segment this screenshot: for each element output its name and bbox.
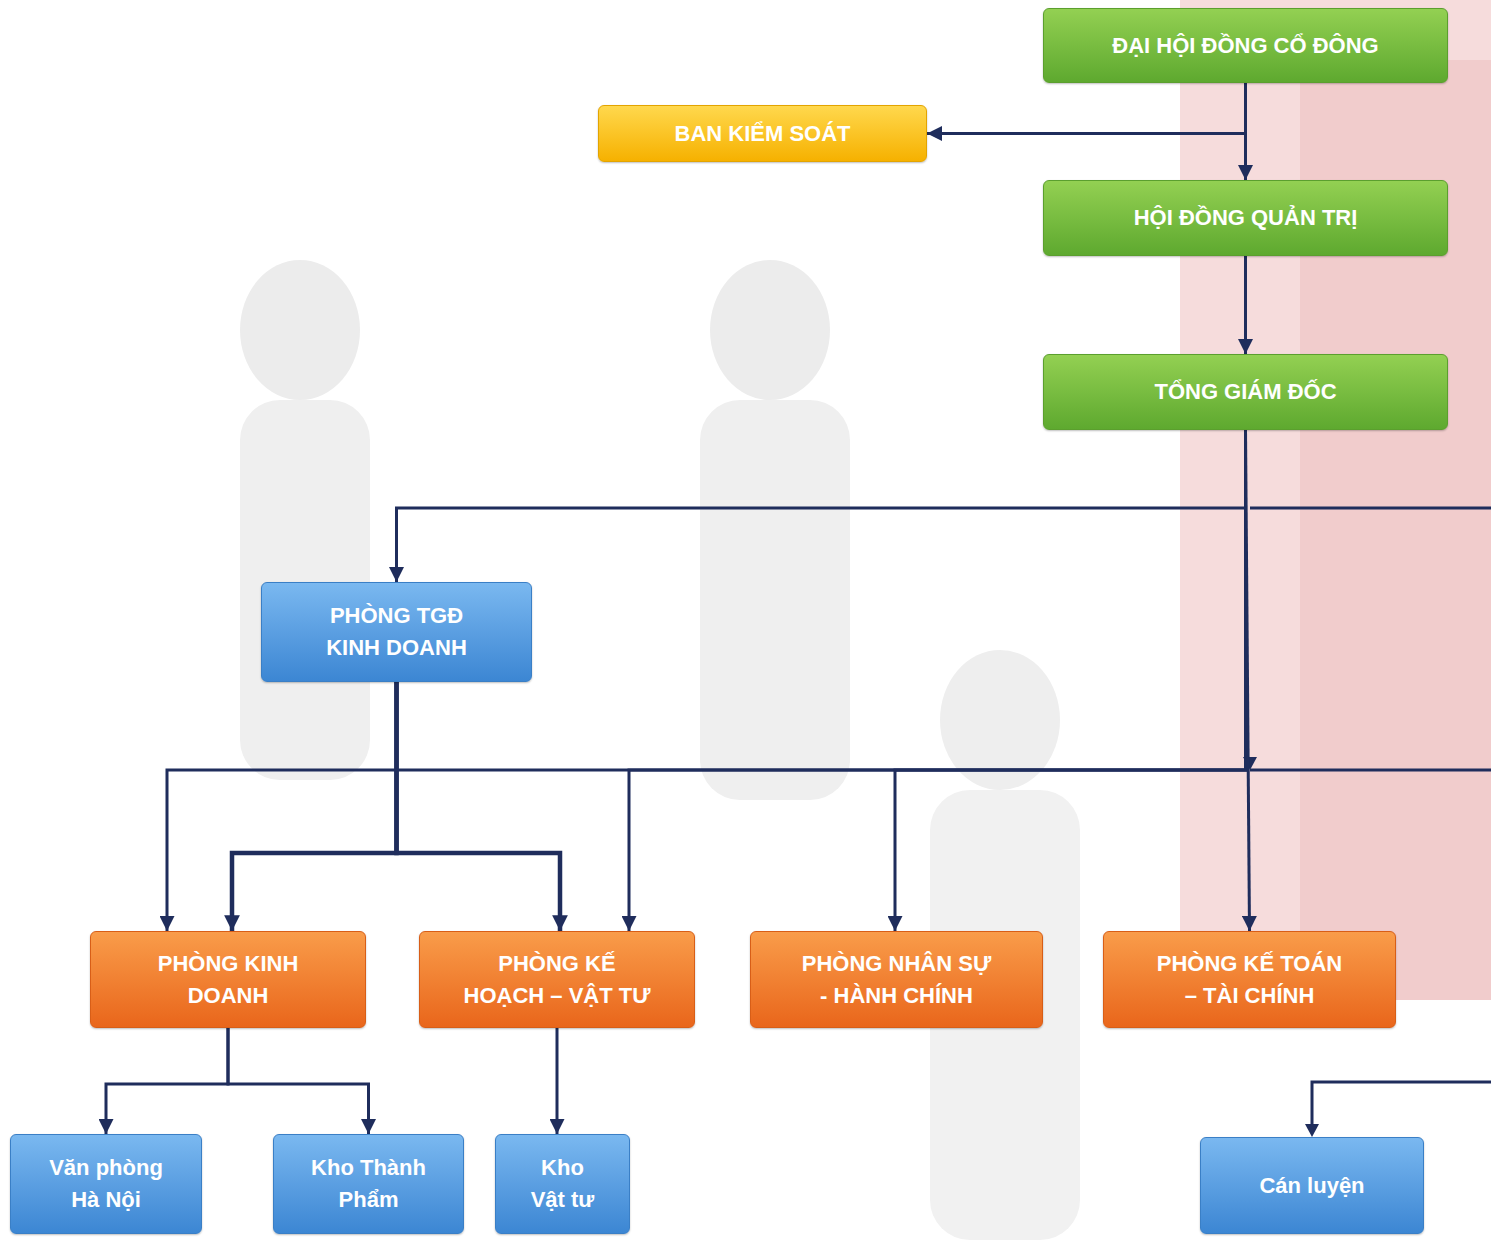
bus-extension (1250, 769, 1491, 772)
org-unit-box: PHÒNG KẾ TOÁN – TÀI CHÍNH (1103, 931, 1396, 1028)
unit-label: Cán luyện (1259, 1170, 1364, 1202)
org-unit-box: Kho Thành Phẩm (273, 1134, 464, 1234)
org-unit-box: PHÒNG KẾ HOẠCH – VẬT TƯ (419, 931, 695, 1028)
unit-label: TỔNG GIÁM ĐỐC (1154, 376, 1336, 408)
connector-arrow (1244, 256, 1247, 354)
connector-arrow (895, 430, 1246, 931)
unit-label: PHÒNG NHÂN SỰ - HÀNH CHÍNH (800, 948, 994, 1012)
bus-extension (1250, 507, 1491, 510)
connector-arrow (167, 430, 1246, 931)
connector-arrow (397, 430, 1246, 582)
arrow-head (1305, 1124, 1319, 1137)
org-unit-box: Văn phòng Hà Nội (10, 1134, 202, 1234)
org-unit-box: PHÒNG TGĐ KINH DOANH (261, 582, 532, 682)
connector-arrow (397, 682, 561, 931)
figure-head (240, 260, 360, 400)
unit-label: Kho Vật tư (527, 1152, 599, 1216)
unit-label: PHÒNG KẾ TOÁN – TÀI CHÍNH (1152, 948, 1347, 1012)
org-unit-box: ĐẠI HỘI ĐỒNG CỔ ĐÔNG (1043, 8, 1448, 83)
figure-head (710, 260, 830, 400)
connector-arrow (1246, 430, 1250, 931)
connector-arrow (228, 1028, 369, 1134)
org-unit-box: PHÒNG NHÂN SỰ - HÀNH CHÍNH (750, 931, 1043, 1028)
unit-label: Văn phòng Hà Nội (39, 1152, 174, 1216)
unit-label: HỘI ĐỒNG QUẢN TRỊ (1134, 202, 1358, 234)
connector-arrow (106, 1028, 228, 1134)
org-unit-box: HỘI ĐỒNG QUẢN TRỊ (1043, 180, 1448, 256)
org-unit-box: BAN KIỂM SOÁT (598, 105, 927, 162)
org-unit-box: Cán luyện (1200, 1137, 1424, 1234)
incoming-line (1312, 1082, 1491, 1124)
connector-arrow (927, 83, 1246, 134)
unit-label: PHÒNG KINH DOANH (131, 948, 326, 1012)
unit-label: PHÒNG KẾ HOẠCH – VẬT TƯ (460, 948, 655, 1012)
unit-label: PHÒNG TGĐ KINH DOANH (311, 600, 483, 664)
org-unit-box: PHÒNG KINH DOANH (90, 931, 366, 1028)
unit-label: BAN KIỂM SOÁT (675, 118, 851, 150)
figure-body (700, 400, 850, 800)
org-unit-box: TỔNG GIÁM ĐỐC (1043, 354, 1448, 430)
connector-arrow (232, 682, 397, 931)
unit-label: Kho Thành Phẩm (294, 1152, 444, 1216)
org-unit-box: Kho Vật tư (495, 1134, 630, 1234)
connector-arrow (556, 1028, 559, 1134)
connector-arrow (629, 430, 1246, 931)
extinguisher-shape (1180, 0, 1491, 1000)
unit-label: ĐẠI HỘI ĐỒNG CỔ ĐÔNG (1112, 30, 1378, 62)
